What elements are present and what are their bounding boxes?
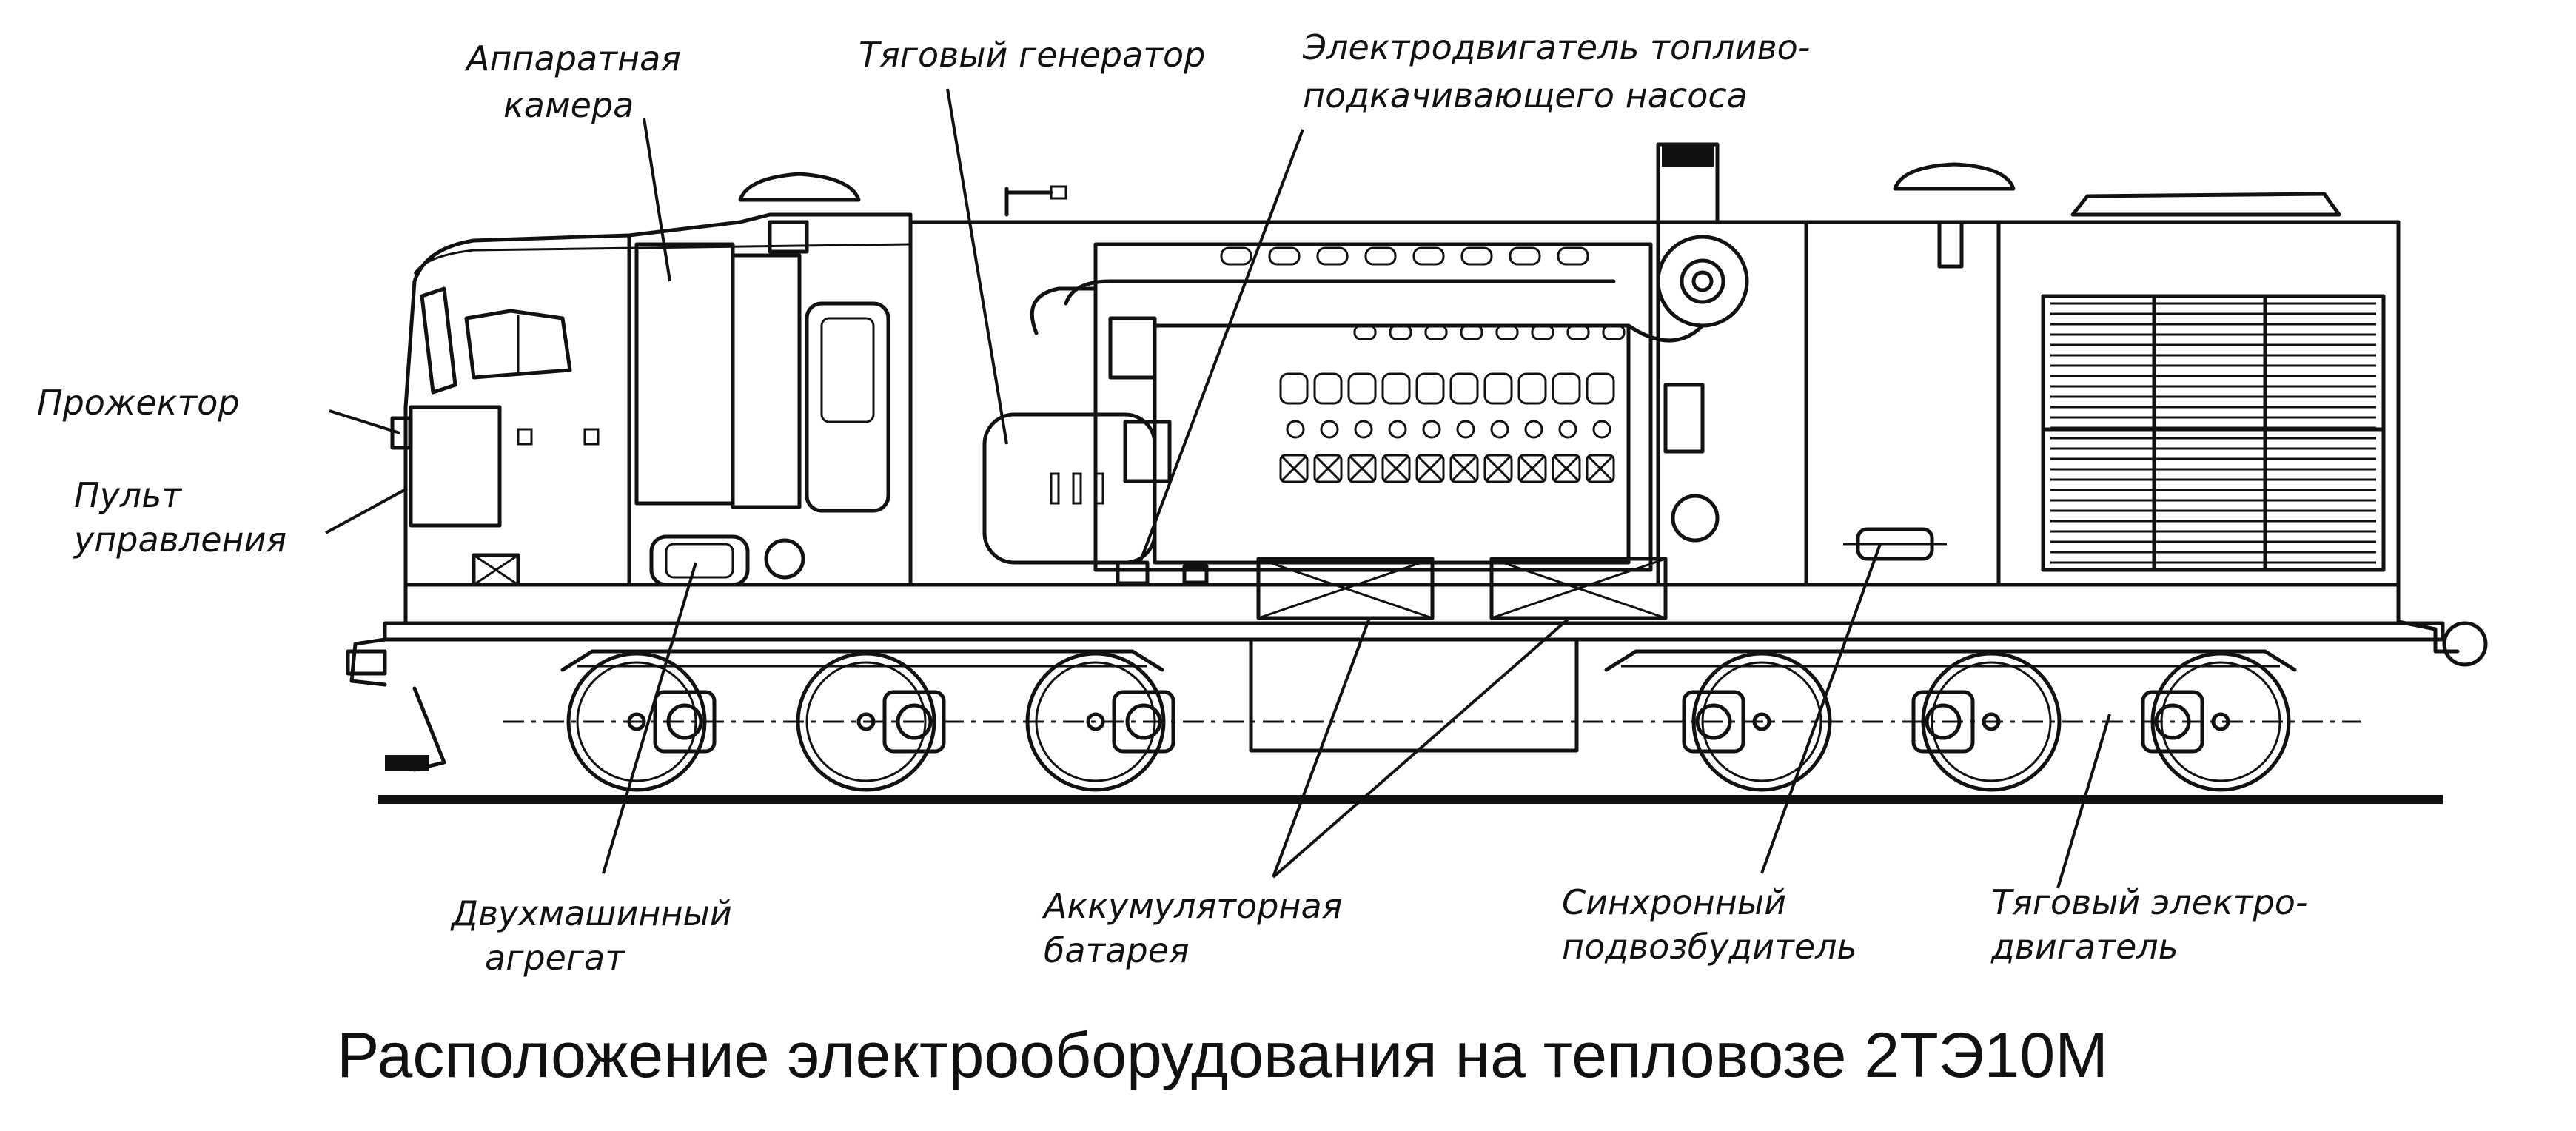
radiator-grille [2041,294,2386,572]
cylinder-head [1552,372,1581,405]
bogie-frame [560,649,1164,672]
diesel-engine [982,235,1749,585]
label-searchlight: Прожектор [37,383,240,423]
cylinder-port [1558,420,1577,439]
engine-oval [1353,324,1377,340]
engine-oval [1389,324,1412,340]
label-two-machine-unit-1: Двухмашинный [450,893,732,933]
cylinder-cross [1519,455,1546,482]
cylinder-cover [1313,454,1343,483]
cylinder-cross [1587,455,1614,482]
engine-oval [1316,246,1349,266]
cylinder-port [1422,420,1441,439]
label-traction-generator: Тяговый генератор [859,35,1205,75]
cylinder-cover [1381,454,1411,483]
engine-oval [1460,246,1493,266]
cylinder-head [1449,372,1479,405]
label-two-machine-unit-2: агрегат [485,938,625,978]
cylinder-cross [1553,455,1580,482]
axle-bolt [896,703,933,740]
cylinder-cross [1417,455,1443,482]
label-fuel-pump-motor-1: Электродвигатель топливо- [1302,27,1810,67]
label-sync-exciter-1: Синхронный [1562,882,1786,922]
cylinder-port [1592,420,1611,439]
engine-oval [1566,324,1590,340]
cylinder-port [1490,420,1509,439]
engine-oval [1602,324,1626,340]
labels: Аппаратная камера Тяговый генератор Элек… [37,27,2308,978]
bogie-frame [1604,649,2297,672]
cylinder-port [1354,420,1373,439]
cylinder-cover [1415,454,1445,483]
cylinder-cover [1517,454,1547,483]
cylinder-cross [1281,455,1307,482]
cylinder-port [1388,420,1407,439]
cylinder-port [1524,420,1543,439]
leader-lines [325,88,2111,889]
engine-oval [1364,246,1397,266]
engine-oval [1509,246,1541,266]
engine-oval [1268,246,1301,266]
label-fuel-pump-motor-2: подкачивающего насоса [1303,75,1748,115]
engine-oval [1424,324,1448,340]
cylinder-cross [1485,455,1512,482]
label-control-panel-1: Пульт [74,475,182,515]
cylinder-cover [1347,454,1377,483]
diagram-caption: Расположение электрооборудования на тепл… [337,1020,2108,1091]
engine-oval [1412,246,1445,266]
axle-bolt [1695,703,1732,740]
cylinder-head [1279,372,1309,405]
label-battery-2: батарея [1044,930,1190,970]
cylinder-cross [1451,455,1477,482]
label-sync-exciter-2: подвозбудитель [1562,927,1857,967]
wheel-rim [805,661,927,782]
cylinder-head [1381,372,1411,405]
label-battery-1: Аккумуляторная [1042,886,1342,926]
engine-oval [1531,324,1554,340]
engine-oval [1460,324,1483,340]
cylinder-cover [1279,454,1309,483]
label-apparatus-chamber-2: камера [503,85,634,125]
cylinder-head [1586,372,1615,405]
cylinder-port [1456,420,1475,439]
cylinder-head [1415,372,1445,405]
cylinder-cover [1449,454,1479,483]
cylinder-cover [1586,454,1615,483]
engine-oval [1495,324,1519,340]
engine-oval [1220,246,1252,266]
label-control-panel-2: управления [73,520,286,560]
cylinder-cross [1315,455,1341,482]
label-traction-motor-2: двигатель [1990,927,2178,967]
cylinder-cover [1552,454,1581,483]
couplers [346,620,2488,772]
cylinder-cross [1383,455,1409,482]
cylinder-cross [1349,455,1375,482]
cylinder-head [1347,372,1377,405]
cylinder-port [1320,420,1339,439]
cylinder-cover [1483,454,1513,483]
cylinder-port [1286,420,1305,439]
cylinder-head [1313,372,1343,405]
label-apparatus-chamber-1: Аппаратная [464,38,681,78]
underfloor-equipment [649,527,1947,753]
engine-oval [1557,246,1589,266]
cylinder-head [1483,372,1513,405]
label-traction-motor-1: Тяговый электро- [1991,882,2308,922]
cylinder-head [1517,372,1547,405]
